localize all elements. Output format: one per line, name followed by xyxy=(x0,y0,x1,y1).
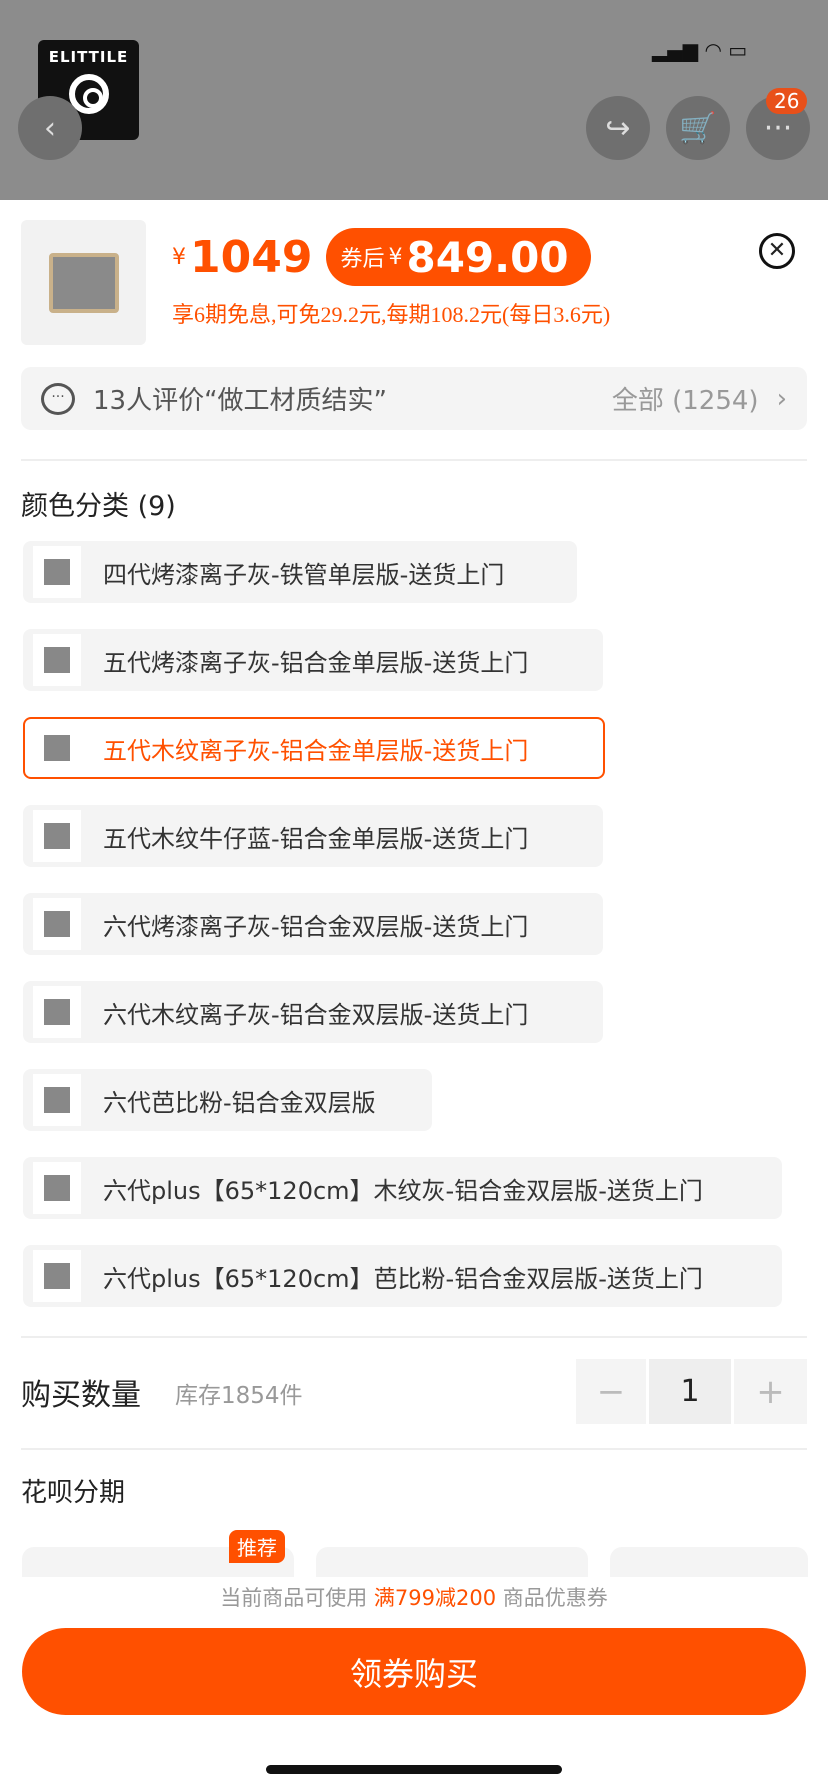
buy-with-coupon-button[interactable]: 领券购买 xyxy=(22,1628,806,1715)
status-icons: ▂▄▆ ◠ ▭ xyxy=(652,38,748,62)
option-thumbnail xyxy=(33,1250,81,1302)
option-label: 五代木纹牛仔蓝-铝合金单层版-送货上门 xyxy=(103,824,529,853)
option-label: 六代木纹离子灰-铝合金双层版-送货上门 xyxy=(103,1000,529,1029)
recommend-tag: 推荐 xyxy=(229,1530,285,1563)
chat-bubble-icon: ··· xyxy=(41,382,75,415)
option-thumbnail xyxy=(33,810,81,862)
option-thumbnail xyxy=(33,634,81,686)
option-label: 四代烤漆离子灰-铁管单层版-送货上门 xyxy=(103,560,505,589)
option-label: 五代木纹离子灰-铝合金单层版-送货上门 xyxy=(103,736,529,765)
option-thumbnail xyxy=(33,1074,81,1126)
cart-button[interactable]: 🛒 xyxy=(666,96,730,160)
share-button[interactable]: ↪ xyxy=(586,96,650,160)
quantity-value[interactable]: 1 xyxy=(649,1359,731,1424)
top-overlay: ELITTILE ‹ ▂▄▆ ◠ ▭ ↪ 🛒 ··· 26 xyxy=(0,0,828,200)
color-option[interactable]: 五代木纹牛仔蓝-铝合金单层版-送货上门 xyxy=(23,805,603,867)
option-label: 五代烤漆离子灰-铝合金单层版-送货上门 xyxy=(103,648,529,677)
installment-card[interactable] xyxy=(316,1547,588,1577)
color-section-title: 颜色分类 (9) xyxy=(21,491,176,522)
divider xyxy=(21,1336,807,1338)
color-option[interactable]: 五代烤漆离子灰-铝合金单层版-送货上门 xyxy=(23,629,603,691)
coupon-price-pill: 券后 ¥ 849.00 xyxy=(326,228,591,286)
option-label: 六代芭比粉-铝合金双层版 xyxy=(103,1088,376,1117)
divider xyxy=(21,1448,807,1450)
product-thumbnail xyxy=(21,220,146,345)
option-thumbnail xyxy=(33,546,81,598)
option-thumbnail xyxy=(33,986,81,1038)
more-icon: ··· xyxy=(763,110,793,146)
option-label: 六代烤漆离子灰-铝合金双层版-送货上门 xyxy=(103,912,529,941)
color-option[interactable]: 六代烤漆离子灰-铝合金双层版-送货上门 xyxy=(23,893,603,955)
chevron-left-icon: ‹ xyxy=(44,110,56,146)
close-icon: ✕ xyxy=(767,238,787,263)
divider xyxy=(21,459,807,461)
stock-count: 库存1854件 xyxy=(175,1383,303,1409)
color-option[interactable]: 五代木纹离子灰-铝合金单层版-送货上门 xyxy=(23,717,605,779)
review-bar[interactable]: ··· 13人评价“做工材质结实” 全部 (1254) › xyxy=(21,367,807,430)
installment-note: 享6期免息,可免29.2元,每期108.2元(每日3.6元) xyxy=(172,302,611,327)
option-thumbnail xyxy=(33,1162,81,1214)
back-button[interactable]: ‹ xyxy=(18,96,82,160)
close-button[interactable]: ✕ xyxy=(759,233,795,269)
cart-badge: 26 xyxy=(766,88,808,114)
decrease-button[interactable]: − xyxy=(576,1359,646,1424)
huabei-title: 花呗分期 xyxy=(21,1478,126,1508)
coupon-note: 当前商品可使用 满799减200 商品优惠券 xyxy=(0,1578,828,1620)
price-row: ¥ 1049 券后 ¥ 849.00 xyxy=(172,228,591,286)
quantity-label: 购买数量 xyxy=(21,1378,141,1413)
color-option[interactable]: 四代烤漆离子灰-铁管单层版-送货上门 xyxy=(23,541,577,603)
option-label: 六代plus【65*120cm】芭比粉-铝合金双层版-送货上门 xyxy=(103,1264,703,1293)
color-option[interactable]: 六代木纹离子灰-铝合金双层版-送货上门 xyxy=(23,981,603,1043)
chevron-right-icon: › xyxy=(776,383,787,414)
quantity-stepper: − 1 + xyxy=(576,1359,807,1424)
cart-icon: 🛒 xyxy=(679,110,717,146)
installment-card[interactable] xyxy=(610,1547,808,1577)
option-thumbnail xyxy=(33,898,81,950)
option-thumbnail xyxy=(33,722,81,774)
color-option[interactable]: 六代plus【65*120cm】木纹灰-铝合金双层版-送货上门 xyxy=(23,1157,782,1219)
color-option[interactable]: 六代plus【65*120cm】芭比粉-铝合金双层版-送货上门 xyxy=(23,1245,782,1307)
original-price: 1049 xyxy=(190,231,313,283)
option-label: 六代plus【65*120cm】木纹灰-铝合金双层版-送货上门 xyxy=(103,1176,703,1205)
share-icon: ↪ xyxy=(605,110,631,146)
increase-button[interactable]: + xyxy=(734,1359,807,1424)
color-option[interactable]: 六代芭比粉-铝合金双层版 xyxy=(23,1069,432,1131)
home-indicator xyxy=(266,1765,562,1774)
